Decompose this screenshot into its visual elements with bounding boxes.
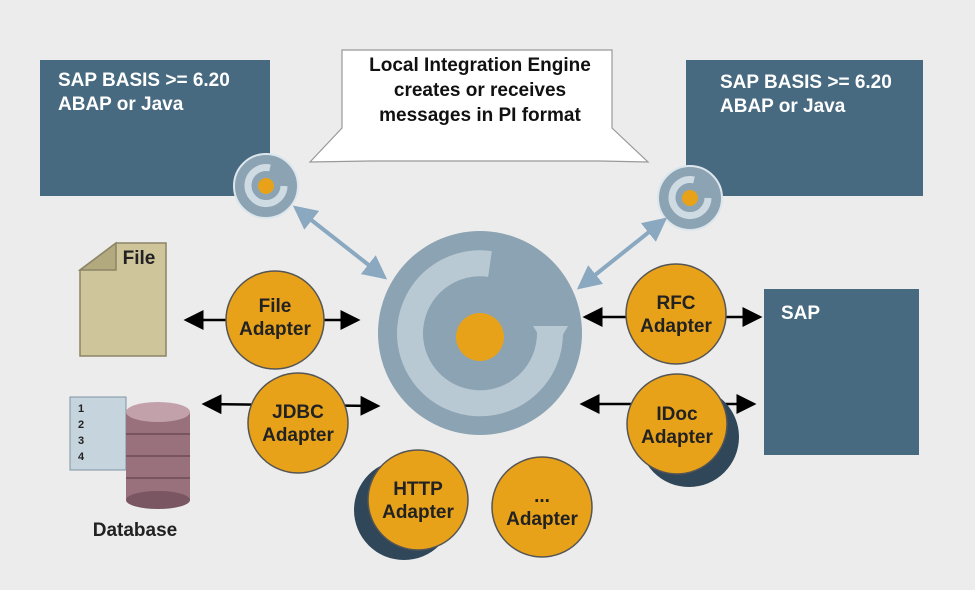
idoc-adapter-circle [626,373,728,475]
file-adapter-circle [225,270,325,370]
idoc-adapter-label: IDoc Adapter [641,404,713,448]
rfc-adapter-circle [625,263,727,365]
left-system-line2: ABAP or Java [58,94,184,115]
more-adapter-label: ... Adapter [506,486,578,530]
left-system-line1: SAP BASIS >= 6.20 [58,70,230,91]
right-engine-icon [657,165,723,231]
right-system-line1: SAP BASIS >= 6.20 [720,72,892,93]
http-adapter-circle [367,449,469,551]
right-system-line2: ABAP or Java [720,96,846,117]
database-icon [69,396,190,509]
db-row-3: 3 [78,435,84,447]
right-system-box [686,60,923,196]
left-system-box [40,60,270,196]
callout-text: Local Integration Engine creates or rece… [369,55,591,126]
jdbc-adapter-circle [247,372,349,474]
more-adapter-circle [491,456,593,558]
database-row-numbers: 1 2 3 4 [78,403,85,463]
file-icon-label: File [122,248,156,269]
rfc-adapter-label: RFC Adapter [640,293,712,337]
integration-engine-icon [378,231,582,435]
db-row-2: 2 [78,419,84,431]
http-adapter-label: HTTP Adapter [382,479,454,523]
file-document-icon [77,241,167,357]
right-engine-arrow [576,217,668,290]
left-engine-icon [233,153,299,219]
sap-box [764,289,919,455]
database-label: Database [92,520,178,541]
jdbc-adapter-label: JDBC Adapter [262,402,334,446]
sap-box-label: SAP [781,303,821,324]
left-engine-arrow [292,205,388,280]
file-adapter-label: File Adapter [239,296,311,340]
callout-bubble [308,49,650,163]
db-row-4: 4 [78,451,85,463]
db-row-1: 1 [78,403,84,415]
